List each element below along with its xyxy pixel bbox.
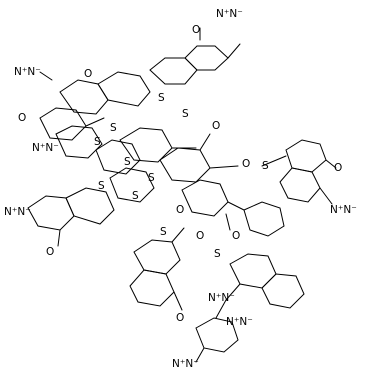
left-lower-diazo-n: N⁺N⁻ — [4, 206, 31, 218]
sulfonyl-s-10: S — [98, 180, 105, 192]
top-left-ring — [39, 71, 151, 115]
bottom-left-naphthalene-ring — [129, 227, 185, 311]
bottom-diazo-ring — [195, 317, 239, 363]
sulfonyl-s-4: S — [148, 172, 155, 184]
right-oxo-o: O — [334, 162, 342, 174]
right-naphthalene-ring — [261, 139, 337, 205]
bottom-left-oxo-o: O — [176, 312, 184, 324]
ester-o-4: O — [196, 230, 204, 242]
ester-o-2: O — [242, 158, 250, 170]
bottom-right-naphthalene-ring — [215, 253, 305, 319]
right-sulfonyl-s: S — [262, 160, 269, 172]
left-lower-oxo-o: O — [46, 246, 54, 258]
sulfonyl-s-5: S — [158, 92, 165, 104]
central-core-rings — [95, 127, 285, 237]
top-left-oxo-o: O — [84, 68, 92, 80]
sulfonyl-s-6: S — [182, 108, 189, 120]
right-diazo-n: N⁺N⁻ — [330, 204, 357, 216]
bottom-diazo-n-1: N⁺N⁻ — [208, 292, 235, 304]
ester-o-3: O — [176, 204, 184, 216]
carbonyl-o-core: O — [232, 230, 240, 242]
top-right-naphthalene-ring — [149, 27, 241, 85]
left-upper-diazo-n: N⁺N⁻ — [32, 142, 59, 154]
left-upper-ring — [39, 107, 105, 159]
top-left-diazo-n: N⁺N⁻ — [14, 66, 41, 78]
sulfonyl-s-2: S — [110, 122, 117, 134]
sulfonyl-s-7: S — [160, 226, 167, 238]
ester-o-1: O — [212, 120, 220, 132]
top-right-oxo-o: O — [192, 24, 200, 36]
bottom-diazo-n-3: N⁺N⁻ — [172, 358, 199, 370]
sulfonyl-s-1: S — [94, 136, 101, 148]
top-right-diazo-n: N⁺N⁻ — [216, 8, 243, 20]
sulfonyl-s-9: S — [132, 190, 139, 202]
left-lower-ring — [27, 187, 115, 247]
sulfonyl-s-3: S — [124, 156, 131, 168]
sulfonyl-s-8: S — [214, 248, 221, 260]
left-upper-oxo-o: O — [18, 112, 26, 124]
